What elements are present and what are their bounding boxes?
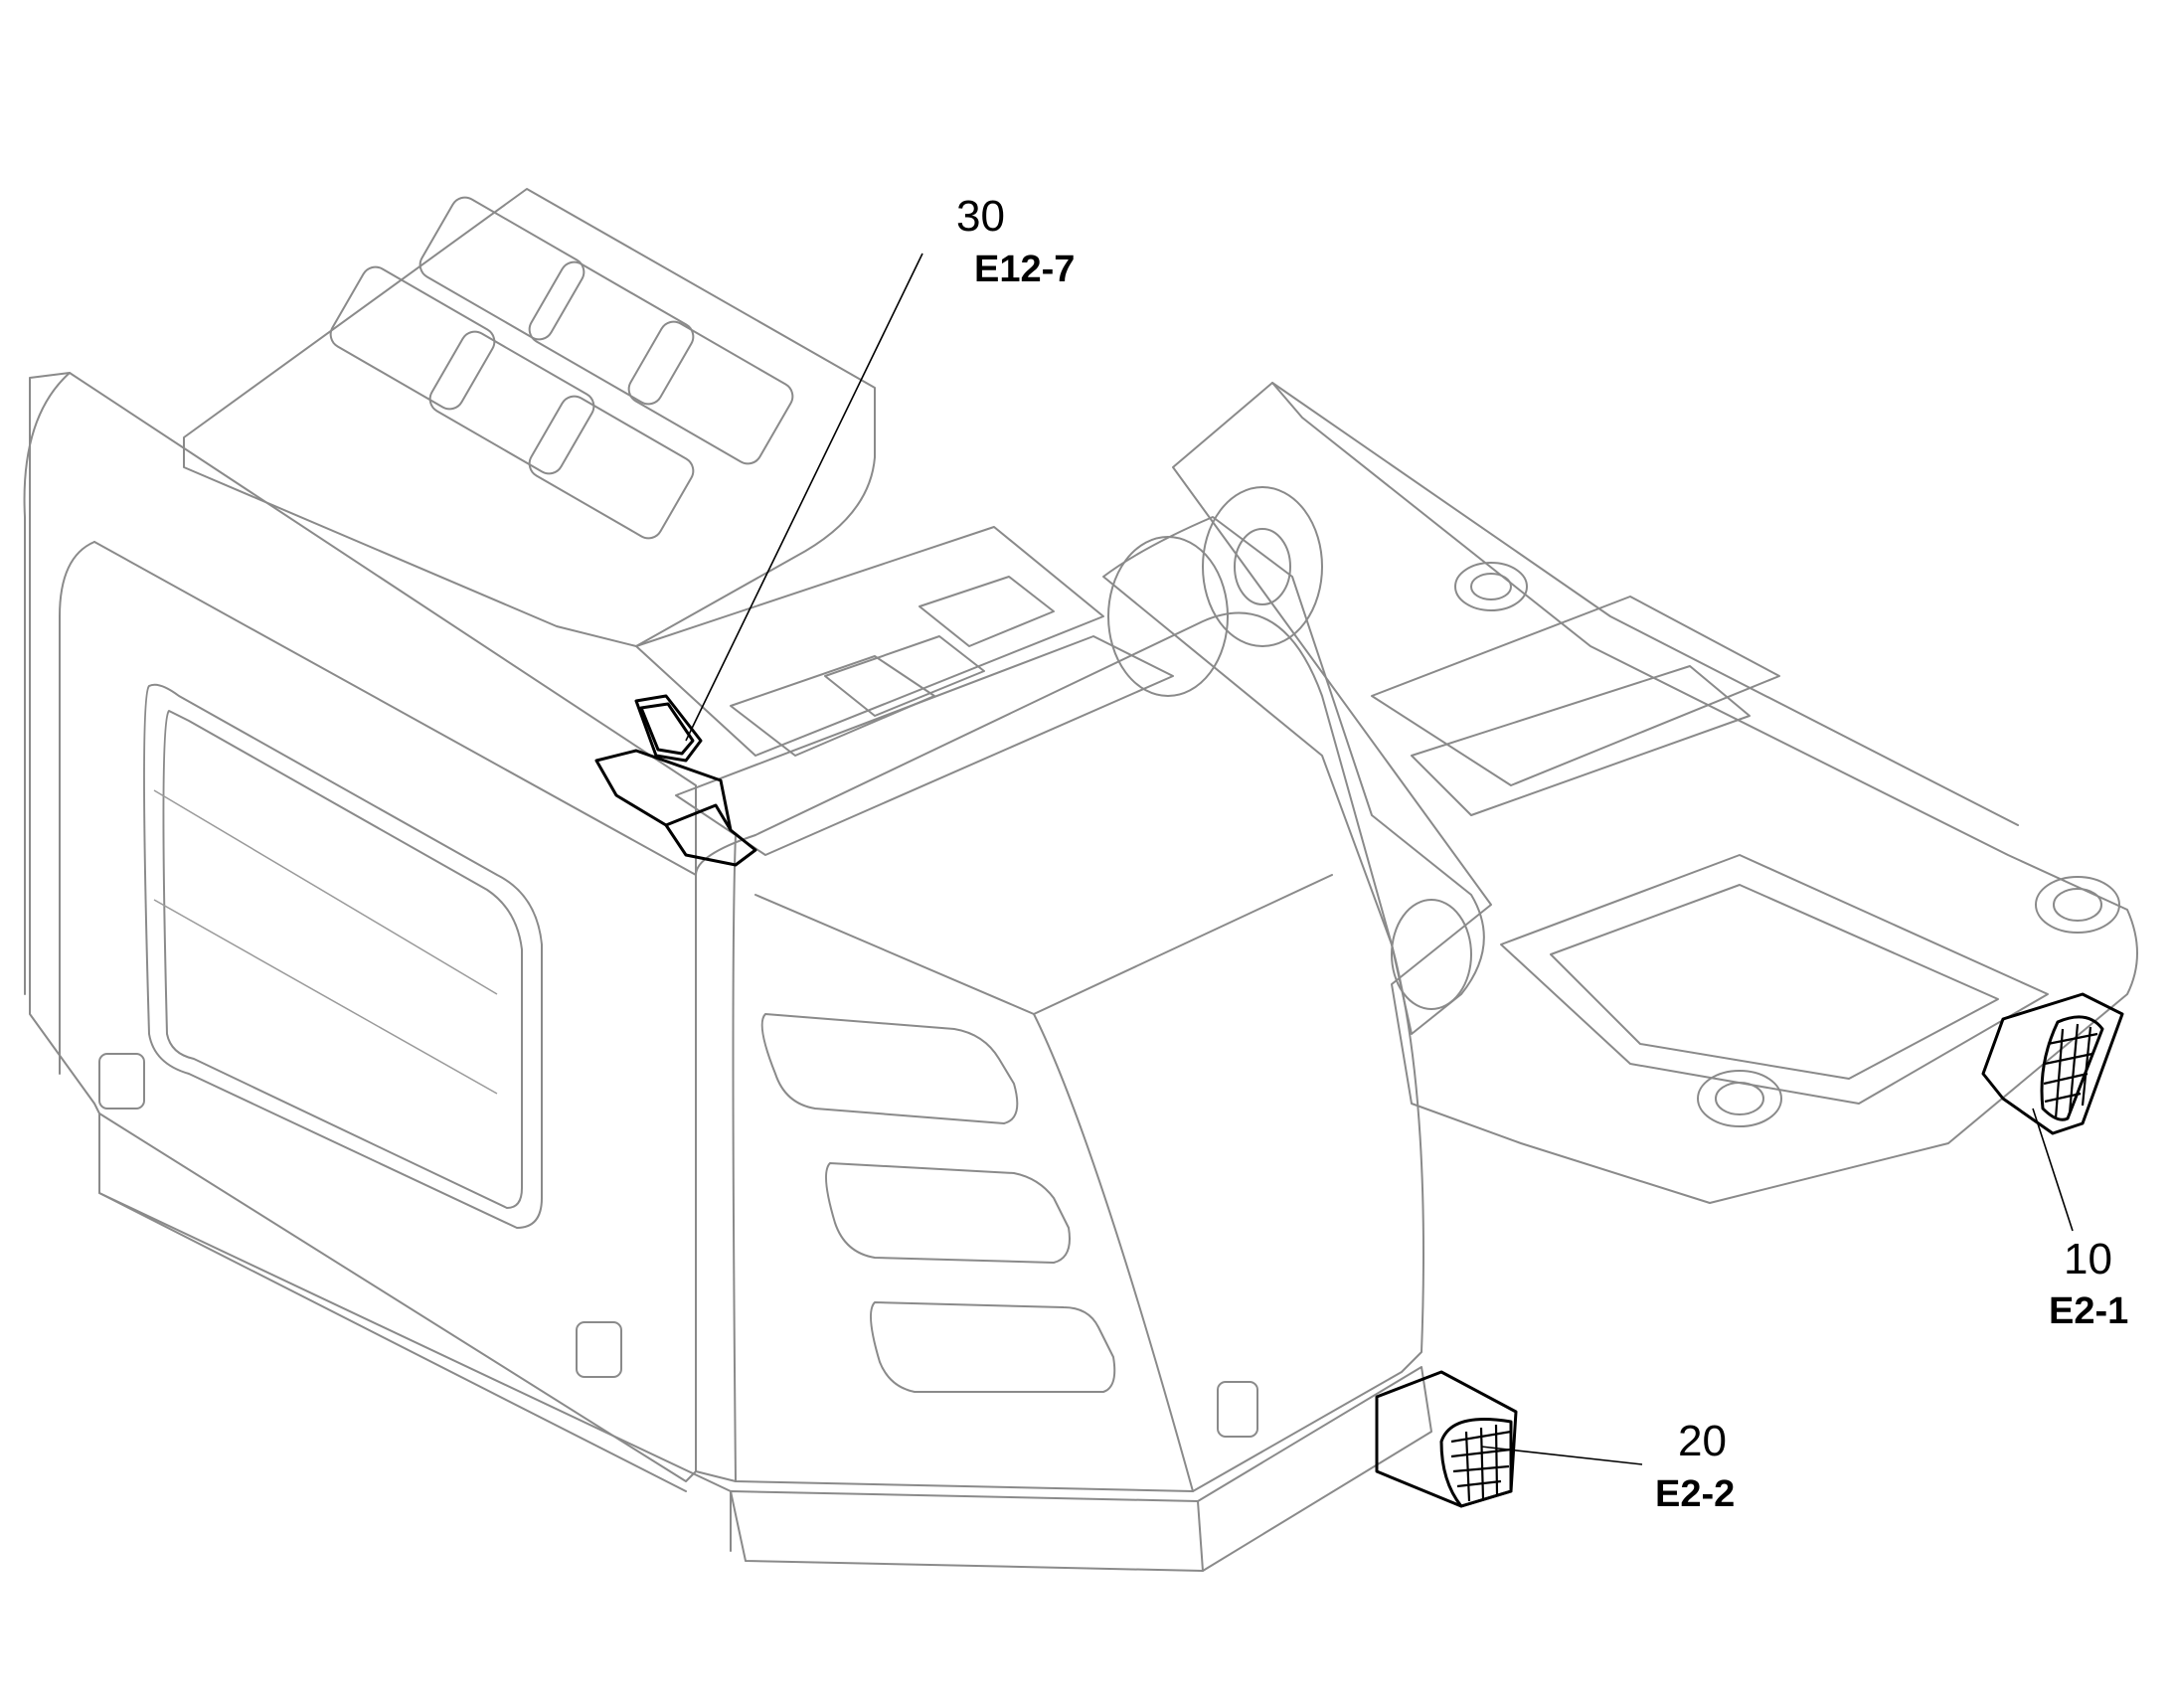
callout-code-e2-2: E2-2 [1655,1473,1736,1515]
leader-line-10 [2032,1108,2074,1232]
front-panel [695,611,1424,1492]
bearing-ring-3 [1454,562,1528,611]
front-vent-2 [825,1162,1071,1264]
light-bracket [594,749,757,867]
left-grille-1 [98,1053,145,1110]
front-vent-1 [760,1013,1019,1124]
left-hood-body [29,372,697,1482]
rear-light-e2-1 [1981,992,2124,1135]
side-light-e2-2 [1375,1370,1518,1508]
bearing-ring-2 [1697,1070,1782,1127]
work-light-e12-7 [594,694,757,867]
callout-number-20: 20 [1678,1417,1727,1465]
machine-outline [23,188,2138,1572]
callout-code-e12-7: E12-7 [974,249,1076,290]
callout-number-10: 10 [2064,1235,2112,1283]
bearing-ring-1 [2035,876,2120,934]
lower-frame [1172,382,2138,1204]
front-vent-3 [870,1301,1116,1393]
top-cover [183,188,876,647]
callout-number-30: 30 [956,192,1005,241]
leader-line-30 [685,253,923,742]
side-window [143,683,543,1229]
callout-code-e2-1: E2-1 [2049,1290,2129,1332]
work-light-housing [634,694,703,763]
side-light-e2-2-housing [1375,1370,1518,1508]
front-grille [1217,1381,1258,1438]
left-grille-2 [576,1321,622,1378]
leader-line-20 [1480,1446,1643,1465]
rear-light-e2-1-housing [1981,992,2124,1135]
boom-pivot [1102,516,1485,1035]
